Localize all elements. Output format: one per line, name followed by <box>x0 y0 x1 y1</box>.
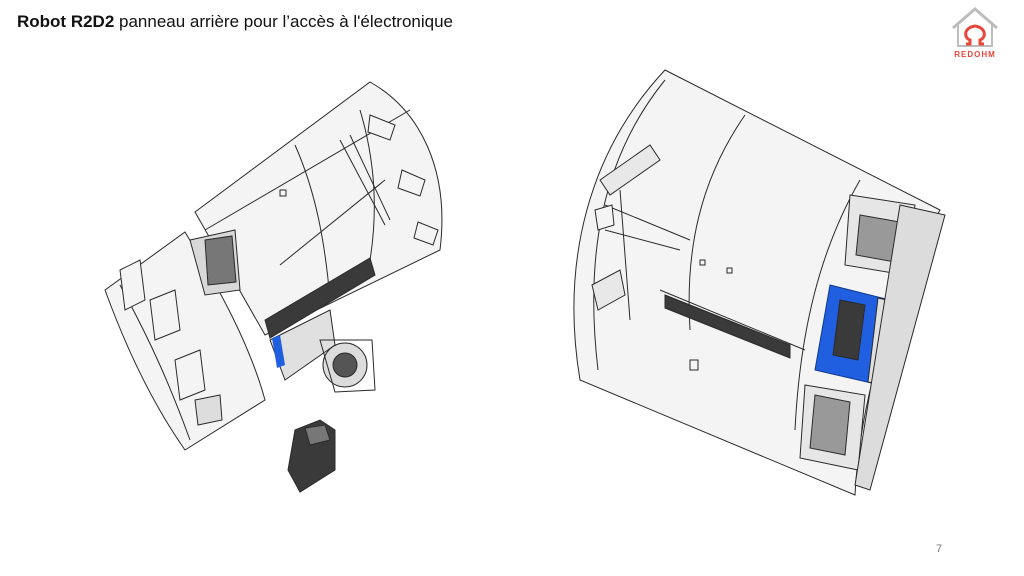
slide-title-rest: panneau arrière pour l’accès à l'électro… <box>114 12 454 31</box>
left-exploded-assembly <box>104 81 443 493</box>
slide-title-bold: Robot R2D2 <box>17 12 115 31</box>
logo-text: REDOHM <box>954 50 996 59</box>
page-number: 7 <box>936 543 943 555</box>
slide-title: Robot R2D2 panneau arrière pour l’accès … <box>17 12 453 32</box>
omega-house-logo-icon <box>952 7 998 47</box>
company-logo: REDOHM <box>948 6 1002 64</box>
right-assembled-view <box>573 69 946 496</box>
